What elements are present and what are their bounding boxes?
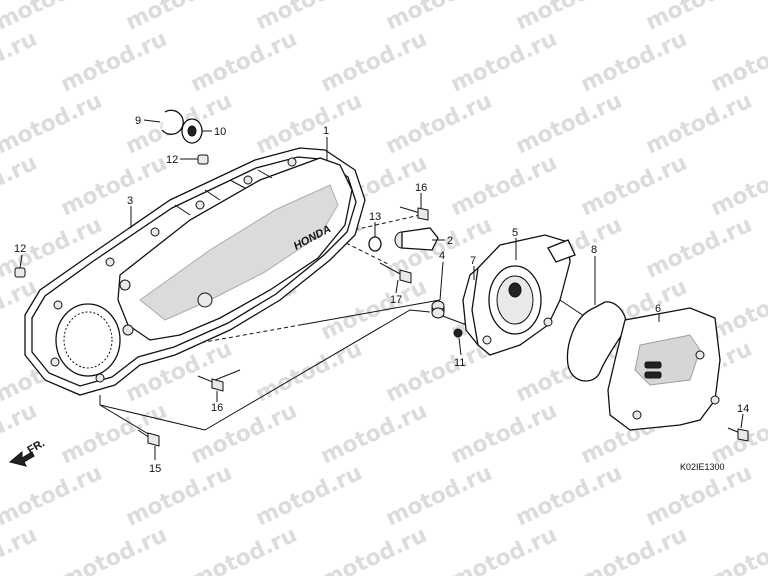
watermark-text: motod.ru bbox=[642, 0, 756, 35]
watermark-text: motod.ru bbox=[642, 212, 756, 283]
watermark-text: motod.ru bbox=[577, 26, 691, 97]
watermark-text: motod.ru bbox=[382, 0, 496, 35]
seal-ring-part-8 bbox=[566, 301, 627, 382]
callout-7: 7 bbox=[470, 255, 476, 267]
o-ring-part-13 bbox=[368, 236, 382, 252]
front-direction-indicator: FR. bbox=[8, 437, 47, 467]
watermark-text: motod.ru bbox=[447, 26, 561, 97]
watermark-text: motod.ru bbox=[512, 88, 626, 159]
bolt-part-16-upper bbox=[399, 206, 429, 221]
seal-part-11 bbox=[453, 328, 463, 338]
watermark-text: motod.ru bbox=[57, 398, 171, 469]
bearing-part-10 bbox=[181, 118, 203, 144]
front-arrow-icon bbox=[8, 450, 35, 467]
bolt-part-16-lower bbox=[197, 375, 224, 392]
callout-4: 4 bbox=[439, 250, 445, 262]
watermark-text: motod.ru bbox=[0, 0, 106, 35]
callout-5: 5 bbox=[512, 227, 518, 239]
front-direction-label: FR. bbox=[26, 437, 47, 456]
outer-cover-part-1: HONDA bbox=[117, 157, 353, 341]
watermark-text: motod.ru bbox=[252, 460, 366, 531]
watermark-text: motod.ru bbox=[317, 522, 431, 576]
callout-15: 15 bbox=[149, 463, 161, 475]
watermark-text: motod.ru bbox=[0, 88, 106, 159]
watermark-text: motod.ru bbox=[0, 460, 106, 531]
watermark-text: motod.ru bbox=[577, 522, 691, 576]
bolt-part-14 bbox=[727, 427, 749, 442]
callout-17: 17 bbox=[390, 294, 402, 306]
callout-11: 11 bbox=[454, 357, 465, 369]
collar-part-4 bbox=[431, 300, 445, 319]
watermark-text: motod.ru bbox=[577, 150, 691, 221]
callout-8: 8 bbox=[591, 244, 597, 256]
watermark-text: motod.ru bbox=[0, 150, 41, 221]
watermark-text: motod.ru bbox=[57, 26, 171, 97]
cover-part-6 bbox=[607, 307, 721, 431]
watermark-text: motod.ru bbox=[317, 26, 431, 97]
watermark-text: motod.ru bbox=[0, 522, 41, 576]
diagram-code: K02IE1300 bbox=[680, 462, 725, 472]
callout-10: 10 bbox=[214, 126, 226, 138]
watermark-text: motod.ru bbox=[122, 0, 236, 35]
watermark-text: motod.ru bbox=[187, 398, 301, 469]
callout-9: 9 bbox=[135, 115, 141, 127]
callout-16-lower: 16 bbox=[211, 402, 223, 414]
watermark-text: motod.ru bbox=[317, 398, 431, 469]
watermark-text: motod.ru bbox=[707, 26, 768, 97]
bolt-part-15 bbox=[137, 429, 160, 447]
watermark-text: motod.ru bbox=[707, 150, 768, 221]
watermark-text: motod.ru bbox=[512, 460, 626, 531]
callout-numbers: 1 2 3 4 5 6 7 8 9 10 11 12 12 13 14 15 1… bbox=[14, 115, 749, 475]
watermark-text: motod.ru bbox=[447, 522, 561, 576]
callout-leaders bbox=[19, 119, 744, 460]
watermark-text: motod.ru bbox=[382, 460, 496, 531]
watermark-text: motod.ru bbox=[447, 150, 561, 221]
callout-3: 3 bbox=[127, 195, 133, 207]
watermark-text: motod.ru bbox=[382, 88, 496, 159]
callout-2: 2 bbox=[447, 235, 453, 247]
watermark-text: motod.ru bbox=[57, 522, 171, 576]
watermark-text: motod.ru bbox=[187, 26, 301, 97]
callout-12-left: 12 bbox=[14, 243, 26, 255]
callout-13: 13 bbox=[369, 211, 381, 223]
watermark-text: motod.ru bbox=[252, 0, 366, 35]
duct-housing-part-5 bbox=[471, 234, 576, 356]
callout-16-upper: 16 bbox=[415, 182, 427, 194]
watermark-text: motod.ru bbox=[642, 88, 756, 159]
watermark-text: motod.ru bbox=[187, 522, 301, 576]
circlip-part-9 bbox=[161, 109, 184, 135]
watermark-text: motod.ru bbox=[382, 336, 496, 407]
watermark-text: motod.ru bbox=[512, 0, 626, 35]
watermark-text: motod.ru bbox=[0, 26, 41, 97]
watermark-text: motod.ru bbox=[707, 522, 768, 576]
callout-6: 6 bbox=[655, 303, 661, 315]
watermark-text: motod.ru bbox=[252, 336, 366, 407]
bolt-part-17 bbox=[379, 262, 412, 284]
callout-1: 1 bbox=[323, 125, 329, 137]
callout-12-upper: 12 bbox=[166, 154, 178, 166]
callout-14: 14 bbox=[737, 403, 749, 415]
duct-part-2 bbox=[394, 227, 439, 251]
watermark-text: motod.ru bbox=[122, 460, 236, 531]
watermark-text: motod.ru bbox=[447, 398, 561, 469]
